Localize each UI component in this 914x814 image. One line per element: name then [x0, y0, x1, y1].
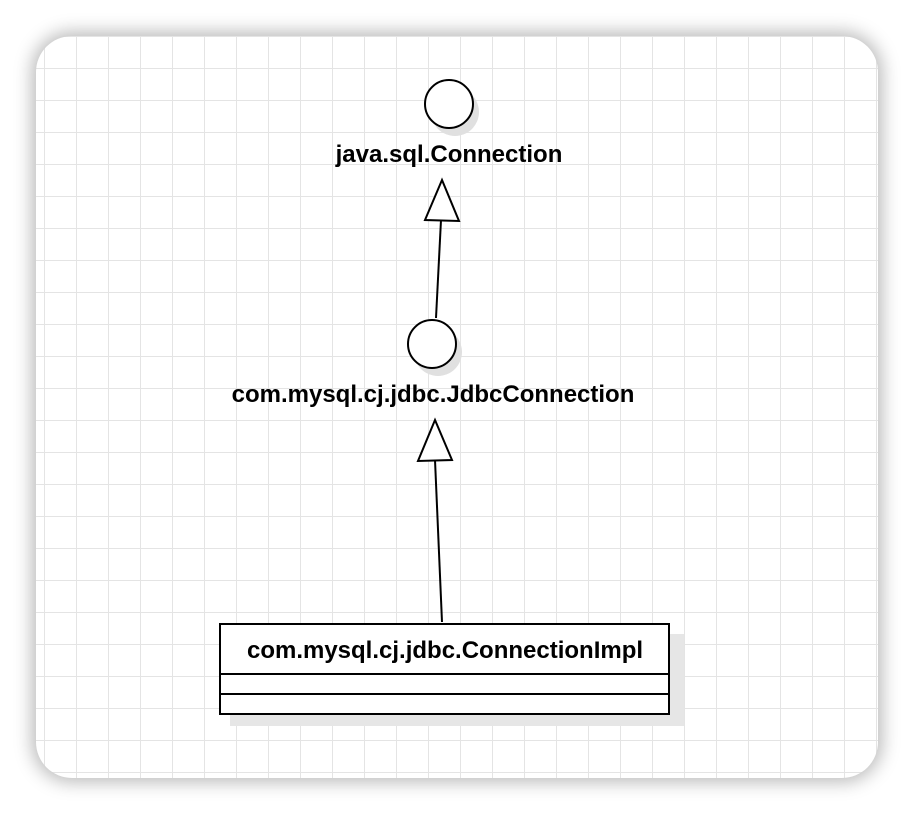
interface-lollipop-icon: [407, 319, 457, 369]
interface-lollipop-icon: [424, 79, 474, 129]
interface-name-label: java.sql.Connection: [335, 141, 563, 168]
interface-java-sql-connection[interactable]: java.sql.Connection: [335, 79, 563, 168]
interface-name-label: com.mysql.cj.jdbc.JdbcConnection: [232, 381, 635, 408]
arrow-line: [435, 219, 442, 319]
hollow-triangle-arrowhead: [416, 417, 454, 463]
realization-arrow[interactable]: [416, 417, 454, 623]
interface-jdbc-connection[interactable]: com.mysql.cj.jdbc.JdbcConnection: [232, 319, 635, 408]
class-name-label: com.mysql.cj.jdbc.ConnectionImpl: [247, 637, 643, 664]
class-box: [219, 623, 670, 715]
arrow-line: [434, 459, 443, 623]
generalization-arrow[interactable]: [423, 177, 461, 319]
diagram-canvas: [36, 36, 878, 778]
hollow-triangle-arrowhead: [423, 177, 461, 223]
class-connection-impl[interactable]: com.mysql.cj.jdbc.ConnectionImpl: [219, 623, 684, 726]
